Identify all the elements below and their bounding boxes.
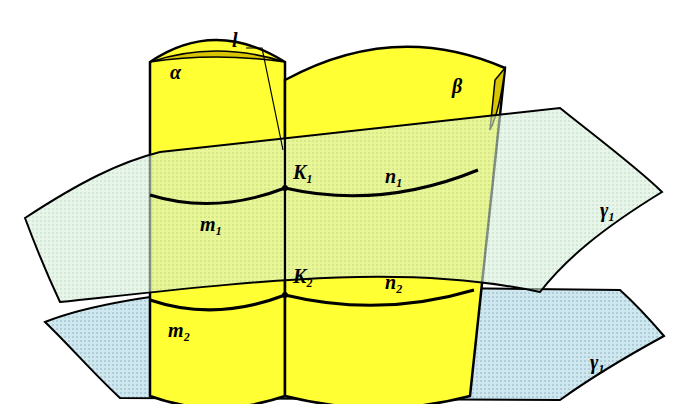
surface-label: K₂ [293, 265, 313, 287]
surface-label: α [170, 61, 181, 83]
label-holder: K₂ [293, 266, 313, 287]
point-k1 [282, 185, 288, 191]
curve-m2 [150, 295, 285, 310]
label-holder: K₁ [293, 162, 313, 183]
label-holder: n₂ [385, 272, 403, 293]
plane-gamma-upper [25, 108, 662, 302]
surface-label: K₁ [293, 161, 313, 183]
label-holder: α [170, 62, 181, 83]
curve-n1 [285, 170, 478, 196]
surface-label: γ₁ [590, 351, 605, 373]
surface-label: m₂ [168, 319, 191, 341]
surface-label: n₁ [385, 165, 403, 187]
surface-label: β [452, 75, 462, 97]
surface-label: m₁ [200, 213, 223, 235]
label-holder: β [452, 76, 462, 97]
label-holder: γ₁ [590, 352, 605, 373]
surface-label: n₂ [385, 271, 403, 293]
surface-label: γ₁ [600, 199, 615, 221]
surface-label: l [232, 29, 238, 51]
curve-m1 [150, 188, 285, 204]
label-holder: m₂ [168, 320, 191, 341]
label-holder: m₁ [200, 214, 223, 235]
point-k2 [282, 292, 288, 298]
curve-n2 [285, 290, 474, 305]
label-holder: n₁ [385, 166, 403, 187]
label-holder: l [232, 30, 238, 51]
leader-line [246, 48, 283, 150]
label-holder: γ₁ [600, 200, 615, 221]
intersection-line-l [284, 62, 286, 396]
